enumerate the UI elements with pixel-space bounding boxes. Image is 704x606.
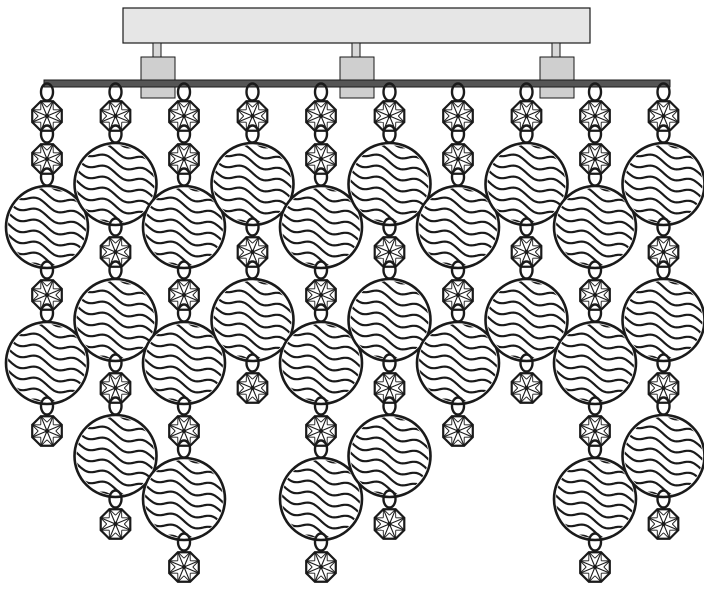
mount-post: [140, 42, 176, 99]
mount-post: [539, 42, 575, 99]
octagon-crystal: [99, 236, 132, 268]
chain-link: [176, 124, 192, 144]
round-wavy-crystal: [4, 320, 90, 406]
chain-link: [587, 396, 603, 416]
octagon-crystal: [373, 236, 406, 268]
octagon-crystal: [31, 100, 63, 132]
octagon-crystal: [305, 551, 337, 583]
octagon-crystal: [168, 143, 200, 175]
octagon-crystal: [305, 100, 337, 132]
round-wavy-crystal: [73, 277, 158, 363]
octagon-crystal: [99, 100, 132, 132]
octagon-crystal: [168, 551, 200, 583]
chain-link: [450, 260, 466, 280]
octagon-crystal: [647, 236, 680, 268]
octagon-crystal: [236, 236, 269, 268]
chain-link: [39, 260, 55, 280]
octagon-crystal: [31, 279, 63, 311]
chain-link: [39, 396, 55, 416]
chain-link: [450, 396, 466, 416]
octagon-crystal: [31, 143, 63, 175]
mount-post: [339, 42, 375, 99]
octagon-crystal: [168, 279, 200, 311]
octagon-crystal: [442, 415, 474, 447]
octagon-crystal: [579, 279, 611, 311]
chain-link: [587, 532, 603, 552]
octagon-crystal: [579, 415, 611, 447]
chain-link: [382, 353, 397, 373]
crystal-strand: [278, 82, 364, 583]
chain-link: [656, 353, 671, 373]
chain-link: [176, 532, 192, 552]
crystal-strand: [210, 82, 295, 404]
chain-link: [450, 124, 466, 144]
chain-link: [382, 489, 397, 509]
chain-link: [519, 353, 534, 373]
chain-link: [587, 124, 603, 144]
crystal-strands: [4, 82, 704, 583]
chain-link: [313, 532, 329, 552]
chain-link: [656, 217, 671, 237]
octagon-crystal: [442, 100, 474, 132]
round-wavy-crystal: [415, 184, 501, 270]
octagon-crystal: [579, 551, 611, 583]
chain-link: [108, 217, 123, 237]
chain-link: [176, 260, 192, 280]
crystal-strand: [4, 82, 90, 447]
mount-bracket: [539, 56, 575, 84]
octagon-crystal: [510, 100, 543, 132]
chain-link: [108, 353, 123, 373]
chain-link: [245, 353, 260, 373]
canopy-plate: [122, 7, 591, 44]
octagon-crystal: [99, 372, 132, 404]
chain-link: [587, 260, 603, 280]
chain-link: [108, 489, 123, 509]
crystal-strand: [73, 82, 158, 540]
chain-link: [176, 396, 192, 416]
octagon-crystal: [510, 372, 543, 404]
chain-link: [382, 217, 397, 237]
crystal-strand: [621, 82, 704, 540]
octagon-crystal: [442, 279, 474, 311]
octagon-crystal: [373, 100, 406, 132]
chain-link: [245, 217, 260, 237]
octagon-crystal: [373, 508, 406, 540]
octagon-crystal: [647, 508, 680, 540]
octagon-crystal: [579, 143, 611, 175]
chain-link: [519, 217, 534, 237]
octagon-crystal: [99, 508, 132, 540]
mount-bracket: [140, 56, 176, 84]
round-wavy-crystal: [210, 277, 295, 363]
mount-bracket: [339, 56, 375, 84]
round-wavy-crystal: [141, 320, 227, 406]
ceiling-canopy: [122, 7, 591, 99]
octagon-crystal: [168, 415, 200, 447]
octagon-crystal: [31, 415, 63, 447]
hanging-rail: [43, 79, 671, 88]
octagon-crystal: [236, 372, 269, 404]
crystal-strand: [415, 82, 501, 447]
chain-link: [39, 124, 55, 144]
chain-link: [313, 124, 329, 144]
chain-link: [313, 396, 329, 416]
chain-link: [656, 489, 671, 509]
octagon-crystal: [373, 372, 406, 404]
chain-link: [313, 260, 329, 280]
octagon-crystal: [647, 372, 680, 404]
